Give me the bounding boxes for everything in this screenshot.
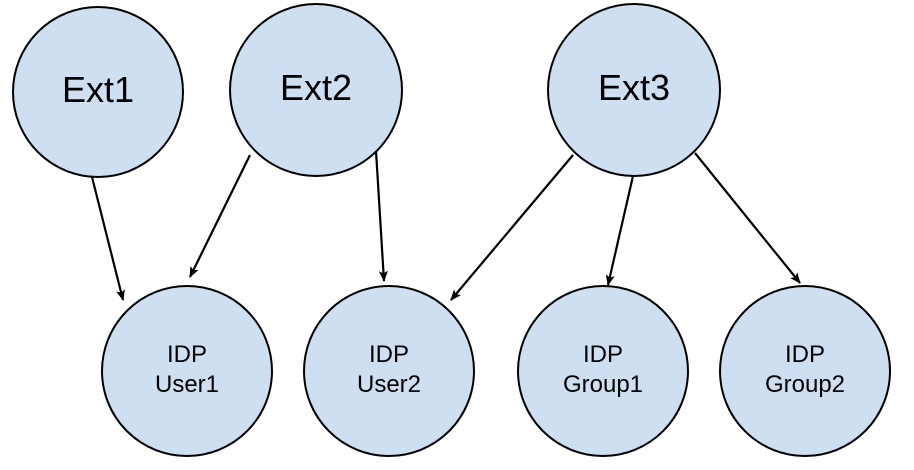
- node-label-group2: IDP Group2: [765, 341, 845, 398]
- node-label-line: IDP: [583, 341, 623, 368]
- edge-layer: [90, 150, 801, 301]
- node-circle-user2[interactable]: [303, 285, 475, 457]
- node-circle-group2[interactable]: [719, 285, 891, 457]
- node-label-line: IDP: [785, 341, 825, 368]
- node-label-line: Group2: [765, 371, 845, 398]
- node-label-line: IDP: [369, 341, 409, 368]
- node-label-ext2: Ext2: [280, 67, 352, 108]
- node-label-line: User1: [155, 371, 219, 398]
- node-label-line: Ext2: [280, 67, 352, 108]
- edge-ext2-user1: [189, 154, 251, 278]
- node-user2[interactable]: IDP User2: [303, 285, 475, 457]
- node-group1[interactable]: IDP Group1: [517, 285, 689, 457]
- node-label-ext3: Ext3: [598, 67, 670, 108]
- node-label-user2: IDP User2: [357, 341, 421, 398]
- node-label-line: IDP: [167, 341, 207, 368]
- node-ext2[interactable]: Ext2: [229, 3, 403, 177]
- node-label-ext1: Ext1: [62, 69, 134, 110]
- node-label-group1: IDP Group1: [563, 341, 643, 398]
- edge-ext1-user1: [90, 176, 125, 301]
- node-circle-user1[interactable]: [101, 285, 273, 457]
- node-circle-ext2[interactable]: [229, 3, 403, 177]
- node-label-user1: IDP User1: [155, 341, 219, 398]
- node-label-line: User2: [357, 371, 421, 398]
- node-ext1[interactable]: Ext1: [12, 6, 184, 178]
- edge-ext3-group2: [694, 152, 801, 284]
- node-group2[interactable]: IDP Group2: [719, 285, 891, 457]
- node-user1[interactable]: IDP User1: [101, 285, 273, 457]
- edge-ext2-user2: [374, 150, 388, 282]
- edge-ext3-user2: [450, 154, 574, 301]
- node-circle-ext1[interactable]: [12, 6, 184, 178]
- node-circle-group1[interactable]: [517, 285, 689, 457]
- node-ext3[interactable]: Ext3: [547, 3, 721, 177]
- node-label-line: Group1: [563, 371, 643, 398]
- edge-ext3-group1: [605, 175, 635, 286]
- node-circle-ext3[interactable]: [547, 3, 721, 177]
- node-label-line: Ext3: [598, 67, 670, 108]
- node-label-line: Ext1: [62, 69, 134, 110]
